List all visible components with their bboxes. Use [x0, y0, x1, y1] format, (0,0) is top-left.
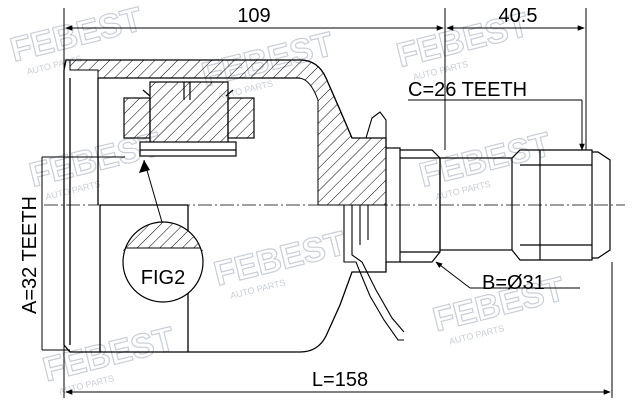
boot-clamp	[343, 111, 405, 341]
dimension-bottom-length	[63, 262, 613, 398]
total-length-label: L=158	[312, 369, 368, 391]
outer-teeth-leader	[408, 99, 585, 151]
shaft-diameter-leader	[435, 261, 580, 289]
overall-top-dimension-label: 109	[237, 5, 270, 27]
fig2-label: FIG2	[141, 267, 185, 289]
tripod-spider	[123, 81, 255, 157]
outer-teeth-label: C=26 TEETH	[408, 79, 527, 101]
fig2-callout	[122, 221, 204, 303]
dimension-top-overall	[63, 8, 446, 150]
dimension-top-spline	[446, 8, 587, 150]
spline-top-dimension-label: 40.5	[499, 5, 538, 27]
shaft-diameter-label: B=Ø31	[482, 272, 545, 294]
dimension-left-teeth	[41, 156, 125, 351]
inner-teeth-label: A=32 TEETH	[19, 196, 41, 314]
fig-callout-arrowhead	[139, 160, 150, 173]
output-shaft	[385, 147, 611, 263]
